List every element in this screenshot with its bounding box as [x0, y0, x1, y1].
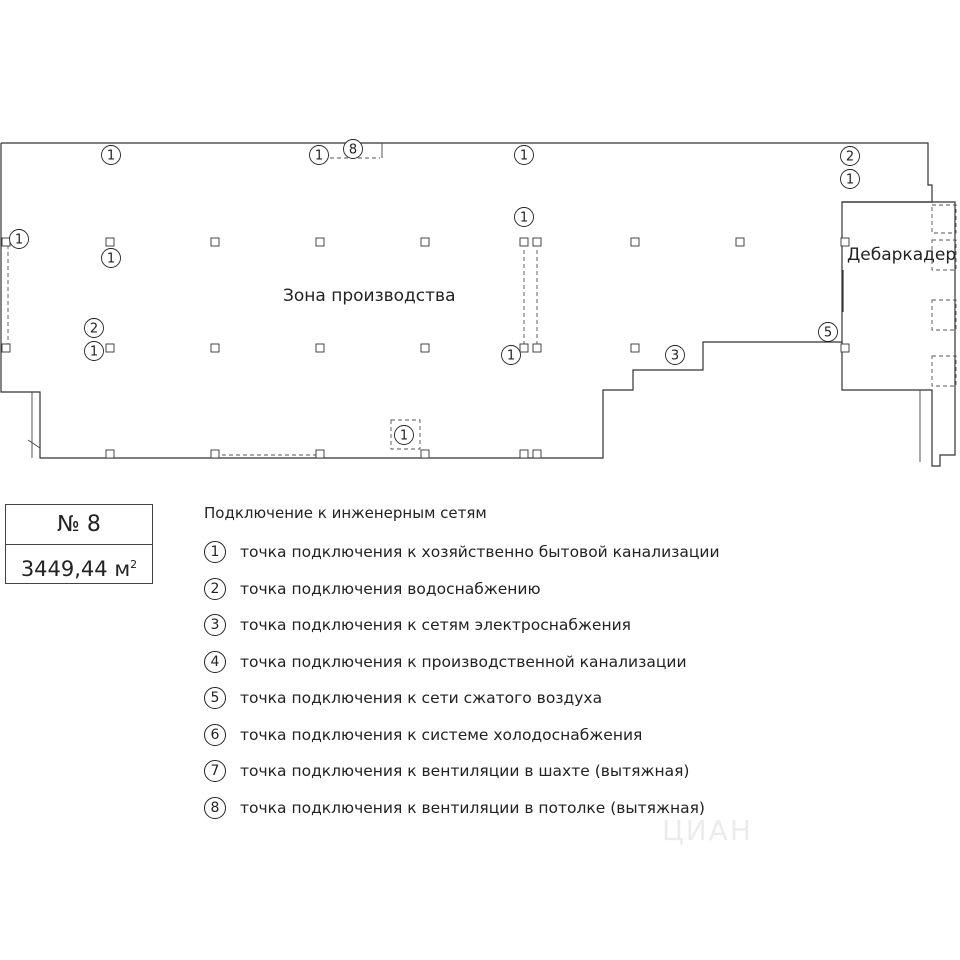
- svg-text:1: 1: [107, 252, 115, 267]
- marker: 1: [101, 145, 121, 165]
- marker: 3: [665, 345, 685, 365]
- zone-dock-label: Дебаркадер: [847, 245, 956, 265]
- unit-area: 3449,44 м2: [6, 545, 152, 589]
- legend-number: 5: [204, 687, 226, 710]
- legend-item: 7 точка подключения к вентиляции в шахте …: [204, 753, 824, 790]
- svg-text:1: 1: [507, 349, 515, 364]
- svg-text:1: 1: [107, 149, 115, 164]
- svg-text:2: 2: [846, 150, 854, 165]
- marker: 1: [501, 345, 521, 365]
- svg-text:1: 1: [520, 149, 528, 164]
- svg-text:1: 1: [315, 149, 323, 164]
- vent-box-bottom: [390, 419, 421, 450]
- dock-outline: [841, 201, 956, 467]
- legend-item: 1 точка подключения к хозяйственно бытово…: [204, 534, 824, 571]
- marker: 1: [309, 145, 329, 165]
- marker: 1: [514, 145, 534, 165]
- marker: 2: [84, 318, 104, 338]
- legend-text: точка подключения к системе холодоснабже…: [240, 725, 643, 744]
- legend: Подключение к инженерным сетям 1 точка по…: [204, 500, 824, 826]
- watermark: ЦИАН: [662, 814, 753, 847]
- dock-bay-1: [931, 204, 957, 234]
- svg-text:1: 1: [520, 211, 528, 226]
- svg-text:1: 1: [90, 345, 98, 360]
- svg-text:8: 8: [349, 143, 357, 158]
- connection-markers: 1 1 8 1 2 1 1 1 1 2 1 5 1 3 1: [9, 139, 860, 445]
- svg-text:3: 3: [671, 349, 679, 364]
- marker: 2: [840, 146, 860, 166]
- legend-item: 3 точка подключения к сетям электроснабже…: [204, 607, 824, 644]
- legend-number: 1: [204, 541, 226, 564]
- marker: 1: [840, 169, 860, 189]
- unit-area-value: 3449,44 м: [20, 557, 131, 581]
- legend-number: 8: [204, 796, 226, 819]
- dock-bay-3: [931, 299, 957, 331]
- legend-text: точка подключения к вентиляции в шахте (…: [240, 762, 690, 781]
- legend-text: точка подключения к сетям электроснабжен…: [240, 616, 631, 635]
- zone-production-label: Зона производства: [283, 286, 456, 306]
- marker: 8: [343, 139, 363, 159]
- dock-bay-4: [931, 355, 957, 387]
- legend-number: 3: [204, 614, 226, 637]
- marker: 1: [84, 341, 104, 361]
- legend-number: 6: [204, 723, 226, 746]
- marker: 1: [9, 229, 29, 249]
- marker: 1: [394, 425, 414, 445]
- legend-number: 7: [204, 760, 226, 783]
- marker: 1: [101, 248, 121, 268]
- legend-item: 8 точка подключения к вентиляции в потолк…: [204, 790, 824, 827]
- legend-text: точка подключения водоснабжению: [240, 579, 541, 598]
- building-outline: [0, 142, 933, 459]
- legend-number: 4: [204, 650, 226, 673]
- legend-text: точка подключения к сети сжатого воздуха: [240, 689, 603, 708]
- legend-text: точка подключения к хозяйственно бытовой…: [240, 543, 720, 562]
- legend-number: 2: [204, 577, 226, 600]
- legend-item: 4 точка подключения к производственной ка…: [204, 644, 824, 681]
- legend-item: 2 точка подключения водоснабжению: [204, 571, 824, 608]
- svg-text:5: 5: [824, 326, 832, 341]
- marker: 5: [818, 322, 838, 342]
- marker: 1: [514, 207, 534, 227]
- svg-text:1: 1: [15, 233, 23, 248]
- legend-text: точка подключения к производственной кан…: [240, 652, 687, 671]
- left-bay-line-2: [27, 439, 41, 449]
- svg-text:2: 2: [90, 322, 98, 337]
- columns: [1, 237, 850, 459]
- svg-text:1: 1: [400, 429, 408, 444]
- legend-item: 5 точка подключения к сети сжатого воздух…: [204, 680, 824, 717]
- unit-info-box: № 8 3449,44 м2: [5, 504, 153, 584]
- unit-area-exponent: 2: [130, 558, 138, 571]
- dock-bay-2: [931, 239, 957, 271]
- unit-number: № 8: [6, 505, 152, 545]
- legend-title: Подключение к инженерным сетям: [204, 504, 487, 522]
- svg-text:1: 1: [846, 173, 854, 188]
- legend-text: точка подключения к вентиляции в потолке…: [240, 798, 705, 817]
- legend-item: 6 точка подключения к системе холодоснабж…: [204, 717, 824, 754]
- floor-plan: Зона производства Дебаркадер 1 1 8 1 2 1…: [0, 139, 957, 467]
